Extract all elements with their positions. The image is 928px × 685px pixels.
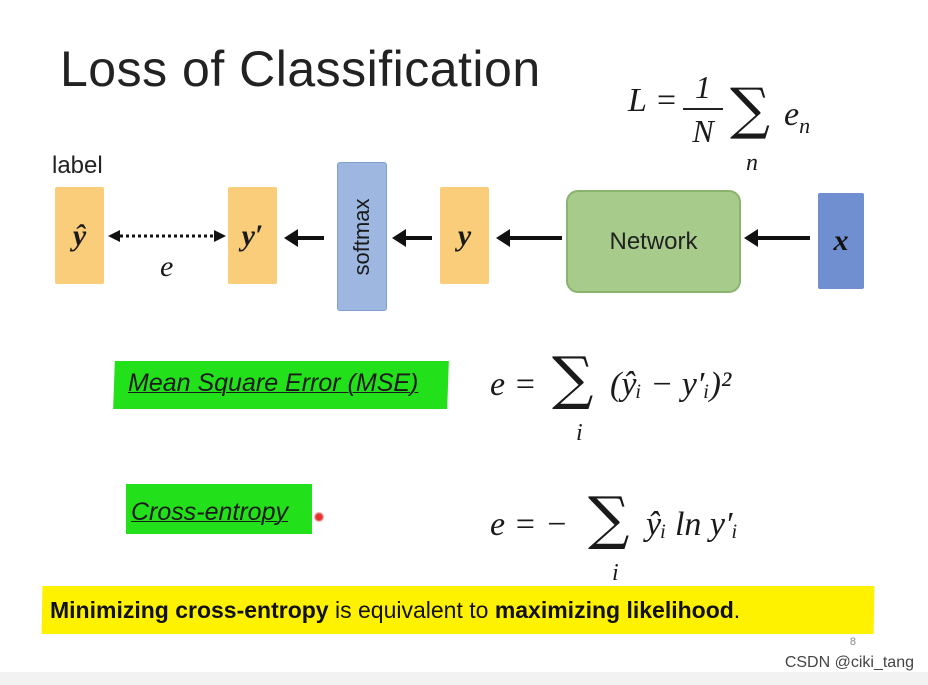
sum-symbol: ∑ — [730, 77, 770, 142]
y-box: y — [440, 187, 489, 284]
arrow-head-1 — [284, 229, 298, 247]
cross-entropy-highlight — [126, 484, 312, 534]
loss-formula-lhs: L = — [628, 82, 678, 119]
conclusion-middle: is equivalent to — [328, 597, 495, 623]
term-e: en — [784, 96, 810, 139]
y-hat-box: ŷ — [55, 187, 104, 284]
network-label: Network — [609, 227, 698, 255]
arrow-head-4 — [744, 229, 758, 247]
conclusion-bold-2: maximizing likelihood — [494, 597, 734, 623]
mse-label: Mean Square Error (MSE) — [128, 369, 419, 397]
term-sub: n — [799, 112, 811, 138]
network-box: Network — [566, 190, 741, 293]
watermark: CSDN @ciki_tang — [784, 654, 914, 671]
cross-entropy-sum-index: i — [612, 560, 619, 586]
mse-sum-index: i — [576, 420, 583, 446]
arrow-line-2 — [404, 236, 432, 240]
dotted-double-arrow — [108, 230, 226, 242]
conclusion-text: Minimizing cross-entropy is equivalent t… — [50, 597, 740, 624]
softmax-box: softmax — [337, 162, 387, 311]
arrow-head-3 — [496, 229, 510, 247]
loss-formula-fraction: 1 N — [683, 68, 723, 150]
arrow-line-1 — [296, 236, 324, 240]
fraction-bar — [683, 108, 723, 110]
sum-index: n — [746, 150, 758, 176]
y-prime-box: y′ — [228, 187, 277, 284]
cross-entropy-sum-symbol: ∑ — [588, 484, 630, 552]
pointer-dot — [314, 512, 324, 522]
bottom-bar — [0, 672, 928, 685]
softmax-label: softmax — [349, 197, 374, 276]
arrow-head-2 — [392, 229, 406, 247]
mse-sum-symbol: ∑ — [552, 344, 594, 412]
y-symbol: y — [457, 218, 472, 252]
fraction-denominator: N — [692, 113, 714, 149]
mse-lhs: e = — [490, 366, 537, 403]
mse-body: (ŷᵢ − y′ᵢ)² — [610, 366, 732, 403]
fraction-numerator: 1 — [695, 69, 711, 105]
arrow-line-3 — [508, 236, 562, 240]
conclusion-period: . — [733, 597, 741, 623]
cross-entropy-label: Cross-entropy — [131, 498, 288, 526]
slide-title: Loss of Classification — [60, 41, 541, 97]
cross-entropy-lhs: e = − — [490, 506, 568, 543]
arrow-line-4 — [756, 236, 810, 240]
y-hat-symbol: ŷ — [72, 218, 87, 252]
label-caption: label — [52, 152, 103, 179]
page-number: 8 — [849, 636, 856, 648]
term-base: e — [784, 96, 800, 133]
cross-entropy-body: ŷᵢ ln y′ᵢ — [646, 506, 738, 543]
y-prime-symbol: y′ — [241, 218, 264, 252]
conclusion-bold-1: Minimizing cross-entropy — [50, 597, 329, 623]
error-e-label: e — [160, 250, 174, 283]
x-box: x — [818, 193, 864, 289]
x-symbol: x — [833, 224, 849, 257]
